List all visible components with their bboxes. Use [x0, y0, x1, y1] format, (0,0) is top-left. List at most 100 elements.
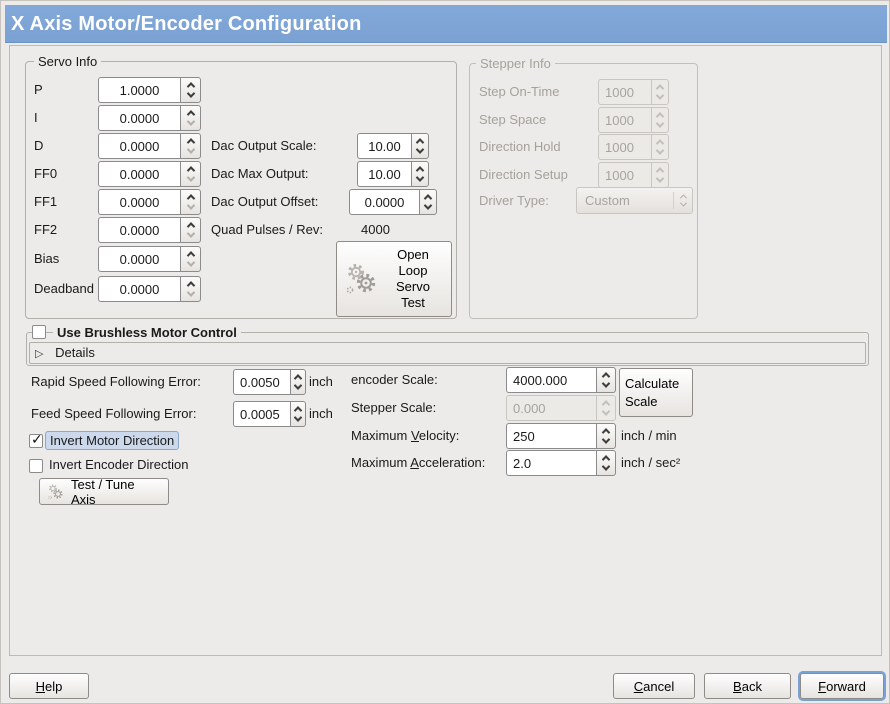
spin-down-icon[interactable]: [186, 145, 195, 154]
dac-max-output-spinbox[interactable]: 10.00: [357, 161, 429, 187]
i-label: I: [34, 110, 38, 125]
spin-down-icon[interactable]: [601, 379, 611, 388]
spin-down-icon: [655, 119, 665, 128]
spin-down-icon[interactable]: [186, 229, 195, 238]
forward-button[interactable]: Forward: [800, 673, 884, 699]
p-label: P: [34, 82, 43, 97]
spin-down-icon[interactable]: [186, 89, 195, 98]
step-on-time-spinbox: 1000: [598, 79, 669, 105]
dac-output-scale-label: Dac Output Scale:: [211, 138, 317, 153]
check-icon: ✓: [31, 431, 43, 447]
max-accel-label: Maximum Acceleration:: [351, 455, 486, 470]
spin-down-icon[interactable]: [601, 462, 611, 471]
back-button-label: Back: [733, 678, 762, 694]
invert-motor-checkbox[interactable]: ✓: [29, 431, 43, 448]
open-loop-servo-test-button[interactable]: Open Loop Servo Test: [336, 241, 452, 317]
brushless-group: [26, 332, 869, 366]
step-on-time-label: Step On-Time: [479, 84, 560, 99]
dac-output-offset-spinbox[interactable]: 0.0000: [349, 189, 437, 215]
feed-following-error-spinbox[interactable]: 0.0005: [233, 401, 306, 427]
spin-down-icon[interactable]: [186, 117, 195, 126]
ff1-spinbox[interactable]: 0.0000: [98, 189, 201, 215]
spin-down-icon: [655, 174, 665, 183]
details-expander-frame: [29, 342, 866, 364]
spin-down-icon: [655, 146, 665, 155]
ff1-label: FF1: [34, 194, 58, 209]
encoder-scale-spinbox[interactable]: 4000.000: [506, 367, 616, 393]
spin-down-icon[interactable]: [415, 145, 425, 154]
details-label[interactable]: Details: [55, 345, 95, 360]
i-spinbox[interactable]: 0.0000: [98, 105, 201, 131]
ff2-spinbox[interactable]: 0.0000: [98, 217, 201, 243]
direction-setup-spinbox: 1000: [598, 162, 669, 188]
spin-down-icon[interactable]: [601, 435, 611, 444]
spin-down-icon[interactable]: [293, 413, 303, 422]
feed-following-error-unit: inch: [309, 406, 333, 421]
spin-down-icon[interactable]: [293, 381, 303, 390]
open-loop-line: Servo: [396, 279, 430, 294]
rapid-following-error-label: Rapid Speed Following Error:: [31, 374, 201, 389]
stepper-info-title: Stepper Info: [476, 56, 555, 71]
spin-down-icon: [601, 407, 611, 416]
dac-output-offset-label: Dac Output Offset:: [211, 194, 319, 209]
step-space-spinbox: 1000: [598, 107, 669, 133]
direction-hold-spinbox: 1000: [598, 134, 669, 160]
d-label: D: [34, 138, 44, 153]
ff0-spinbox[interactable]: 0.0000: [98, 161, 201, 187]
calculate-scale-button[interactable]: Calculate Scale: [619, 368, 693, 417]
open-loop-line: Test: [401, 295, 425, 310]
p-spinbox[interactable]: 1.0000: [98, 77, 201, 103]
deadband-spinbox[interactable]: 0.0000: [98, 276, 201, 302]
max-velocity-unit: inch / min: [621, 428, 677, 443]
invert-encoder-label[interactable]: Invert Encoder Direction: [49, 457, 189, 472]
feed-following-error-label: Feed Speed Following Error:: [31, 406, 197, 421]
max-accel-unit: inch / sec²: [621, 455, 681, 470]
driver-type-combobox: Custom: [576, 187, 693, 214]
details-expander[interactable]: ▷ Details: [35, 343, 95, 364]
direction-hold-label: Direction Hold: [479, 139, 561, 154]
cancel-button[interactable]: Cancel: [613, 673, 695, 699]
spin-down-icon[interactable]: [186, 288, 195, 297]
gears-icon: [346, 264, 376, 294]
spin-down-icon[interactable]: [423, 201, 433, 210]
max-velocity-spinbox[interactable]: 250: [506, 423, 616, 449]
spin-down-icon[interactable]: [186, 173, 195, 182]
expander-arrow-icon[interactable]: ▷: [35, 348, 44, 360]
invert-motor-label[interactable]: Invert Motor Direction: [45, 431, 180, 450]
help-button-label: Help: [35, 678, 63, 694]
content-frame: [9, 45, 882, 656]
open-loop-line: Open: [397, 247, 429, 262]
rapid-following-error-spinbox[interactable]: 0.0050: [233, 369, 306, 395]
gears-icon: [48, 484, 63, 499]
spin-down-icon: [655, 91, 665, 100]
bias-spinbox[interactable]: 0.0000: [98, 246, 201, 272]
d-spinbox[interactable]: 0.0000: [98, 133, 201, 159]
bias-label: Bias: [34, 251, 60, 266]
open-loop-line: Loop: [398, 263, 428, 278]
dac-output-scale-spinbox[interactable]: 10.00: [357, 133, 429, 159]
spin-down-icon[interactable]: [415, 173, 425, 182]
direction-setup-label: Direction Setup: [479, 167, 568, 182]
max-velocity-label: Maximum Velocity:: [351, 428, 460, 443]
help-button[interactable]: Help: [9, 673, 89, 699]
calculate-scale-line: Calculate: [625, 375, 680, 391]
stepper-scale-label: Stepper Scale:: [351, 400, 437, 415]
ff2-label: FF2: [34, 222, 58, 237]
use-brushless-label[interactable]: Use Brushless Motor Control: [53, 325, 241, 340]
use-brushless-checkbox[interactable]: ✓: [32, 325, 46, 339]
rapid-following-error-unit: inch: [309, 374, 333, 389]
invert-encoder-checkbox[interactable]: ✓: [29, 459, 43, 473]
test-tune-axis-button[interactable]: Test / Tune Axis: [39, 477, 169, 507]
spin-down-icon[interactable]: [186, 201, 195, 210]
step-space-label: Step Space: [479, 112, 547, 127]
max-accel-spinbox[interactable]: 2.0: [506, 450, 616, 476]
servo-info-group: Servo Info: [25, 54, 457, 319]
stepper-scale-spinbox: 0.000: [506, 395, 616, 421]
encoder-scale-label: encoder Scale:: [351, 372, 438, 387]
spin-down-icon[interactable]: [186, 258, 195, 267]
dac-max-output-label: Dac Max Output:: [211, 166, 309, 181]
back-button[interactable]: Back: [704, 673, 791, 699]
ff0-label: FF0: [34, 166, 58, 181]
quad-pulses-value: 4000: [361, 222, 390, 237]
